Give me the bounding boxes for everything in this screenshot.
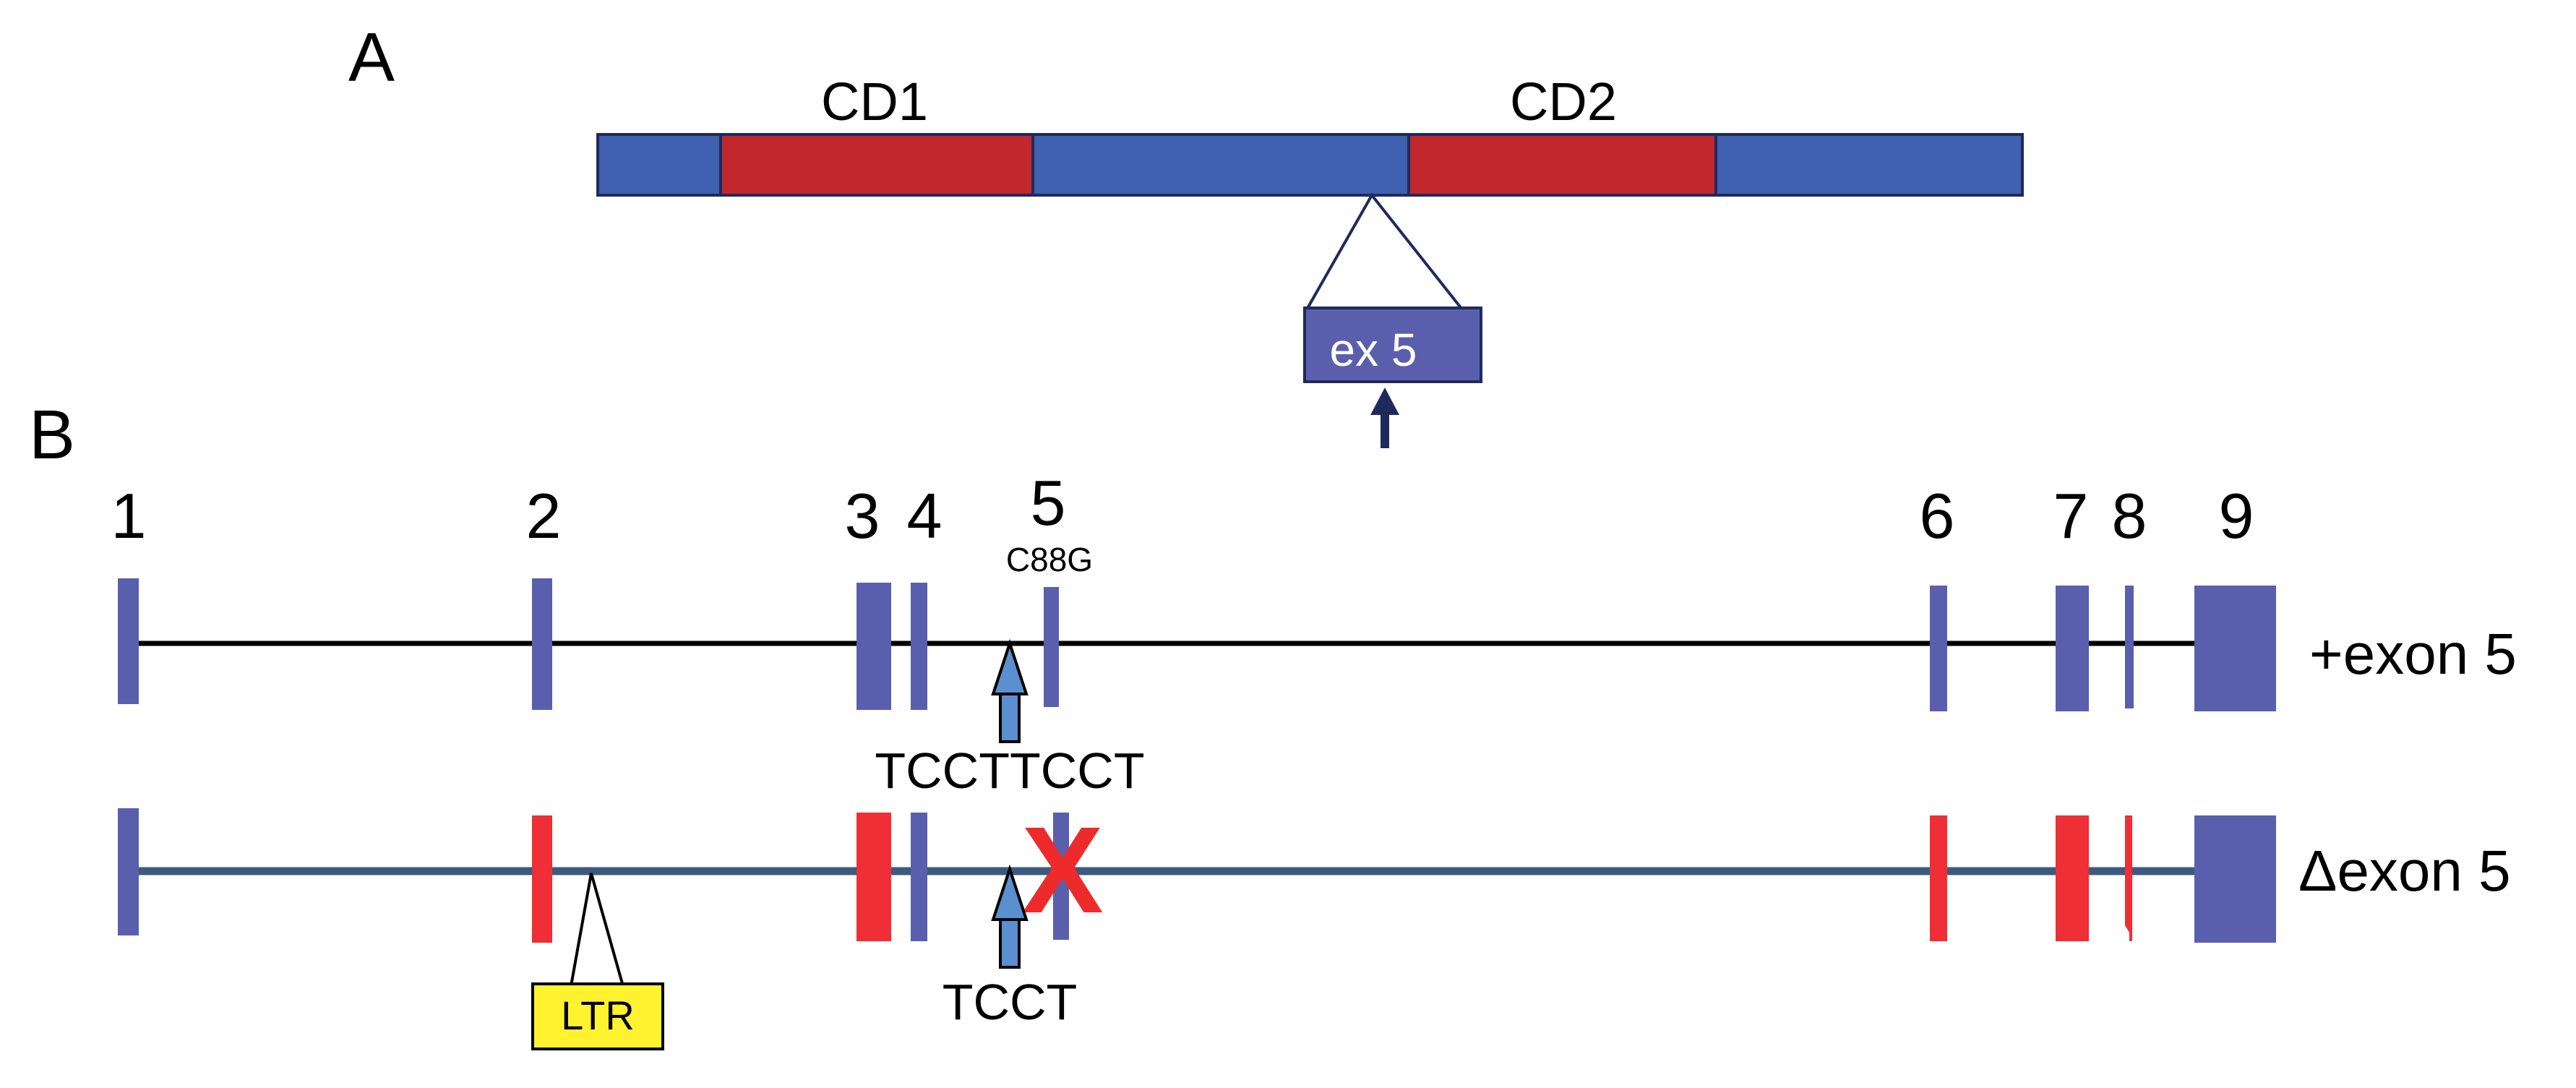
protein-domain-cd2 (1407, 133, 1717, 197)
exon-3-plus (856, 583, 891, 710)
site-arrow-delta (991, 864, 1029, 969)
domain-label-cd1: CD1 (821, 72, 928, 132)
row-label-plus-exon5: +exon 5 (2309, 622, 2517, 686)
exon-2-delta (532, 815, 552, 943)
exon-1-delta (118, 808, 139, 935)
protein-bar (596, 133, 2024, 197)
exon-8-plus (2125, 586, 2134, 708)
exon-5-delta (1053, 813, 1069, 940)
ex5-insert-label: ex 5 (1330, 324, 1417, 376)
exon-number-7: 7 (2053, 480, 2089, 552)
gene-track-delta-exon5 (118, 808, 2276, 943)
exon-number-1: 1 (111, 480, 147, 552)
exon-8-delta (2125, 815, 2132, 941)
exon-number-labels: 1 2 3 4 5 6 7 8 9 (111, 467, 2254, 552)
protein-domain-cd1 (719, 133, 1034, 197)
exon-number-6: 6 (1920, 480, 1955, 552)
ltr-callout-lines (570, 873, 624, 987)
panel-b-letter: B (29, 396, 75, 474)
gene-track-plus-exon5 (118, 578, 2276, 711)
exon-number-4: 4 (907, 480, 943, 552)
exon-1-plus (118, 578, 139, 704)
exon-3-delta (856, 813, 891, 941)
exon-number-3: 3 (845, 480, 880, 552)
ltr-box (531, 982, 664, 1050)
site-label-delta: TCCT (943, 974, 1078, 1030)
row-label-delta-exon5: Δexon 5 (2298, 839, 2511, 903)
deletion-x-mark: X (1021, 802, 1103, 939)
protein-segment-blue-2 (1031, 133, 1410, 197)
exon-6-delta (1930, 815, 1947, 941)
exon-6-plus (1930, 586, 1947, 711)
exon-7-plus (2056, 586, 2089, 711)
site-label-plus: TCCTTCCT (875, 742, 1144, 799)
exon-number-5: 5 (1031, 467, 1066, 539)
exon-2-plus (532, 578, 552, 710)
exon-number-2: 2 (526, 480, 562, 552)
exon-9-delta (2194, 815, 2276, 943)
exon-9-plus (2194, 586, 2276, 711)
insert-up-arrow (1370, 387, 1399, 448)
exon-7-delta (2056, 815, 2089, 941)
insert-callout-lines (1305, 192, 1464, 311)
site-arrow-plus (991, 638, 1029, 743)
protein-segment-blue-3 (1714, 133, 2024, 197)
ex5-insert-box (1303, 307, 1482, 383)
exon-4-delta (911, 813, 927, 941)
exon-number-8: 8 (2112, 480, 2147, 552)
mutation-label: C88G (1006, 541, 1093, 578)
panel-a-letter: A (348, 19, 395, 96)
protein-segment-blue-1 (596, 133, 722, 197)
exon-4-plus (911, 583, 927, 710)
exon-5-plus (1044, 587, 1059, 707)
domain-label-cd2: CD2 (1510, 72, 1617, 132)
exon-number-9: 9 (2219, 480, 2254, 552)
ltr-label: LTR (561, 993, 635, 1038)
